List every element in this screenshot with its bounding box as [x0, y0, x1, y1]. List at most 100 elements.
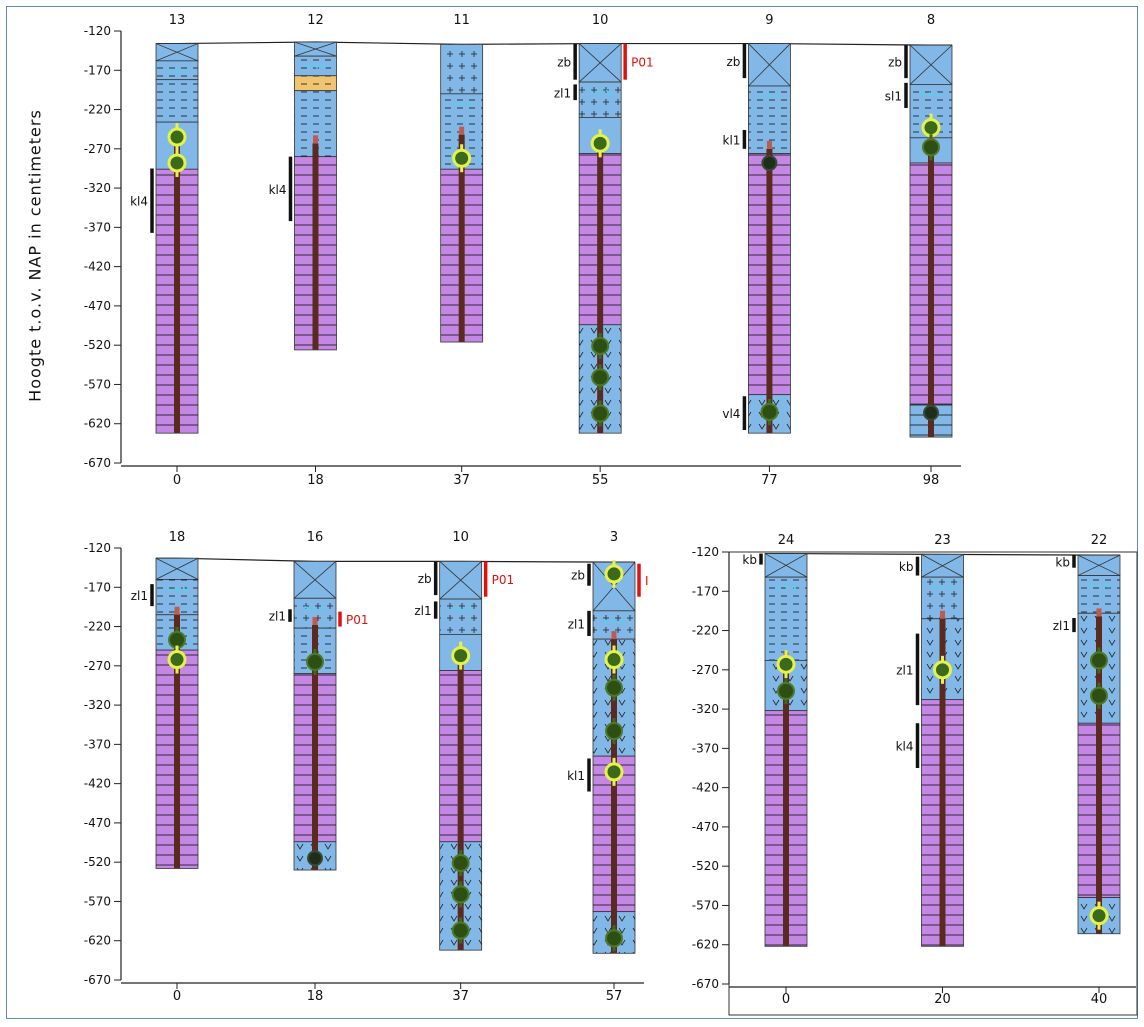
- y-tick-label: -570: [84, 377, 111, 391]
- figure-frame: [6, 6, 1138, 1019]
- sample-marker: [605, 929, 623, 948]
- y-tick-label: -370: [692, 741, 719, 755]
- y-tick-label: -270: [692, 663, 719, 677]
- y-tick-label: -420: [84, 260, 111, 274]
- interval-label: kl4: [130, 195, 148, 209]
- interval-label: zb: [727, 55, 741, 69]
- sample-marker: [306, 652, 324, 671]
- boring-column-13: 13 kl4: [130, 13, 199, 434]
- y-tick-label: -170: [84, 63, 111, 77]
- sample-marker: [451, 646, 471, 666]
- fill-cross: [155, 557, 199, 580]
- interval-label: zl1: [269, 610, 286, 624]
- sample-marker: [760, 402, 779, 421]
- interval-label: zb: [418, 572, 432, 586]
- fill-cross: [921, 554, 964, 578]
- fill-cross: [748, 43, 791, 87]
- sample-marker: [605, 722, 623, 741]
- sample-marker: [1090, 686, 1108, 705]
- groundwater-mark: [775, 584, 797, 590]
- groundwater-mark: [451, 101, 473, 107]
- y-tick-label: -470: [84, 816, 111, 830]
- y-tick-label: -420: [84, 777, 111, 791]
- fill-cross: [764, 553, 808, 578]
- sample-marker: [167, 650, 187, 670]
- layer-hatch: [439, 599, 482, 635]
- sample-marker: [452, 148, 472, 168]
- boring-name: 24: [778, 533, 795, 548]
- boring-name: 9: [765, 13, 773, 28]
- interval-label: kb: [742, 553, 757, 567]
- interval-label: kb: [1055, 555, 1070, 569]
- groundwater-mark: [931, 584, 954, 590]
- sample-marker: [921, 118, 941, 138]
- fill-cross: [1077, 554, 1121, 576]
- y-tick-label: -520: [692, 859, 719, 873]
- groundwater-mark: [603, 618, 625, 624]
- fill-cross: [294, 41, 337, 57]
- layer-hatch: [579, 82, 622, 118]
- sample-marker: [451, 921, 470, 940]
- interval-label: zb: [888, 56, 902, 70]
- sample-marker: [605, 678, 623, 697]
- boring-name: 13: [169, 13, 186, 28]
- interval-label: zl1: [1053, 619, 1070, 633]
- x-tick-label: 77: [761, 473, 778, 488]
- y-tick-label: -170: [84, 580, 111, 594]
- y-tick-label: -620: [692, 938, 719, 952]
- interval-label: P01: [346, 613, 369, 627]
- interval-label: I: [645, 574, 649, 588]
- boring-name: 8: [927, 13, 935, 28]
- layer-hatch: [1078, 575, 1120, 614]
- groundwater-mark: [589, 89, 611, 95]
- sample-marker: [307, 850, 323, 867]
- y-tick-label: -270: [84, 142, 111, 156]
- interval-label: kl4: [896, 740, 914, 754]
- y-tick-label: -670: [692, 977, 719, 991]
- y-tick-label: -220: [84, 103, 111, 117]
- profile-panel-bottom-right: -120-170-220-270-320-370-420-470-520-570…: [692, 533, 1138, 1016]
- y-tick-label: -670: [84, 456, 111, 470]
- y-tick-label: -320: [692, 702, 719, 716]
- interval-label: kl1: [723, 133, 741, 147]
- y-tick-label: -320: [84, 181, 111, 195]
- sample-marker: [167, 153, 187, 173]
- y-tick-label: -520: [84, 855, 111, 869]
- groundwater-mark: [758, 93, 780, 99]
- y-tick-label: -220: [692, 624, 719, 638]
- boring-name: 10: [592, 13, 609, 28]
- y-tick-label: -470: [692, 820, 719, 834]
- y-tick-label: -670: [84, 973, 111, 987]
- fill-cross: [155, 43, 199, 62]
- y-tick-label: -120: [84, 541, 111, 555]
- x-tick-label: 18: [307, 473, 324, 488]
- boring-name: 23: [934, 533, 951, 548]
- y-tick-label: -120: [84, 24, 111, 38]
- fill-cross: [293, 561, 337, 599]
- layer-hatch: [440, 44, 483, 94]
- sample-marker: [776, 654, 796, 674]
- x-tick-label: 37: [452, 989, 469, 1004]
- y-tick-label: -620: [84, 934, 111, 948]
- y-tick-label: -370: [84, 220, 111, 234]
- y-tick-label: -270: [84, 659, 111, 673]
- sample-marker: [451, 885, 470, 904]
- interval-label: zl1: [568, 617, 585, 631]
- y-tick-label: -420: [692, 781, 719, 795]
- boring-column-24: 24 kb: [742, 533, 808, 947]
- sample-marker: [590, 133, 610, 153]
- groundwater-mark: [304, 605, 326, 611]
- sample-marker: [604, 650, 624, 670]
- interval-label: P01: [631, 56, 654, 70]
- x-tick-label: 0: [173, 989, 181, 1004]
- interval-label: zb: [557, 56, 571, 70]
- interval-label: zb: [571, 569, 585, 583]
- y-tick-label: -620: [84, 417, 111, 431]
- fill-cross: [439, 561, 482, 600]
- layer-hatch: [294, 75, 337, 91]
